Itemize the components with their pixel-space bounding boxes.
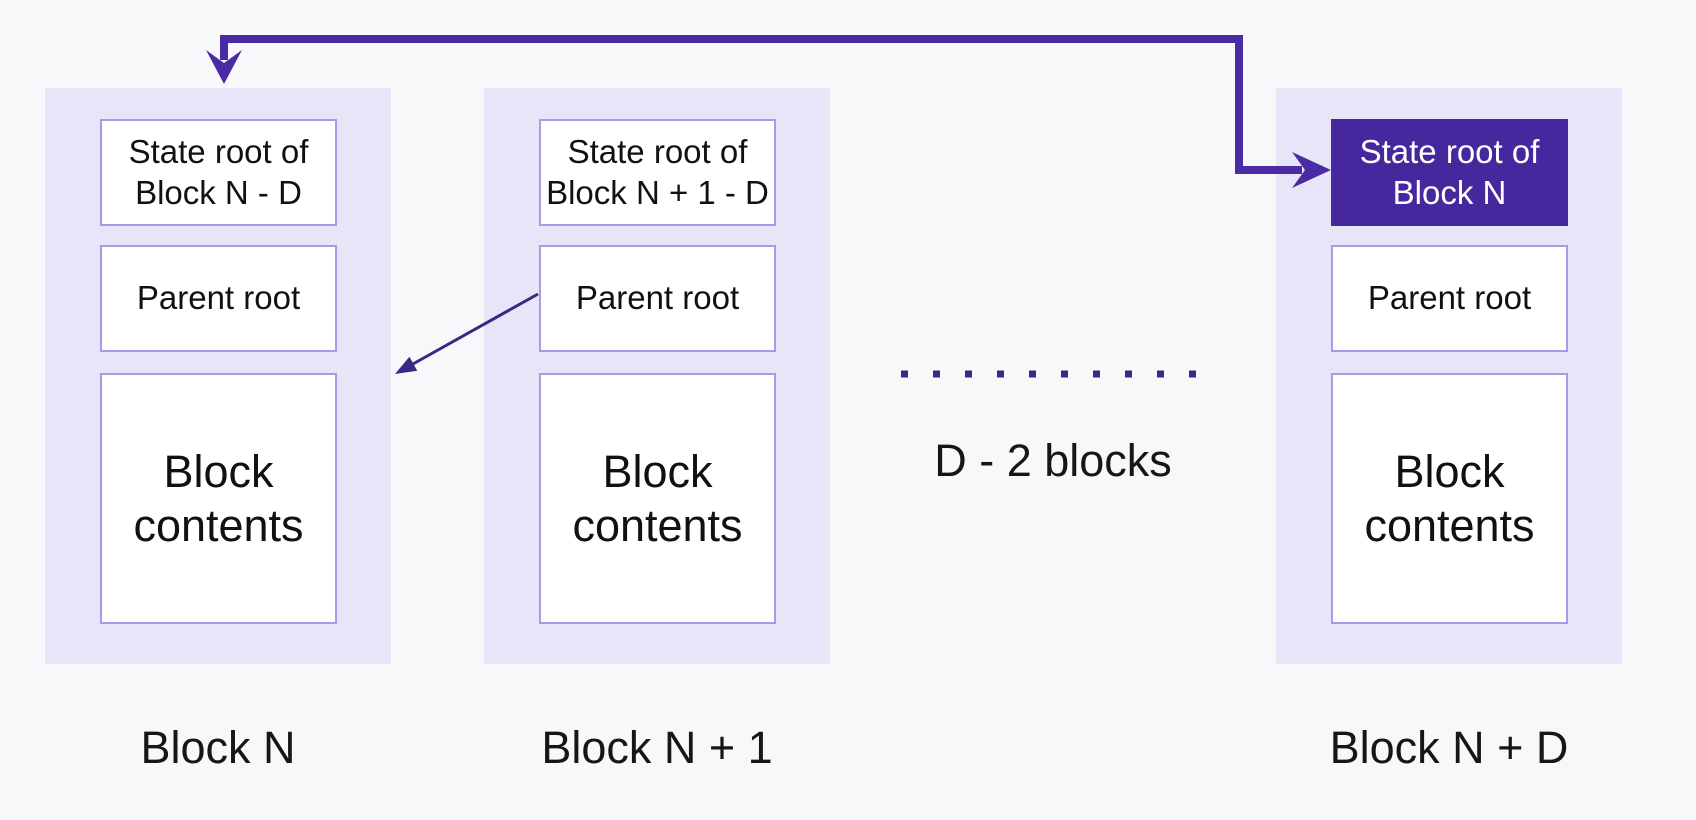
block-n-plus-d-contents-box: Block contents (1331, 373, 1568, 624)
block-n-contents-box: Block contents (100, 373, 337, 624)
block-n-plus-1-contents-label: Block contents (572, 446, 743, 551)
block-n-state-root-label: State root of Block N - D (128, 133, 309, 211)
block-n: State root of Block N - D Parent root Bl… (45, 88, 391, 664)
block-n-plus-d-parent-root-label: Parent root (1367, 279, 1532, 317)
block-n-plus-1-contents-box: Block contents (539, 373, 776, 624)
block-n-parent-root-label: Parent root (136, 279, 301, 317)
block-n-plus-d-state-root-box: State root of Block N (1331, 119, 1568, 226)
block-n-label: Block N (140, 722, 296, 773)
block-n-plus-1-parent-root-box: Parent root (539, 245, 776, 352)
thin-arrowhead-icon (395, 356, 418, 374)
block-n-parent-root-box: Parent root (100, 245, 337, 352)
block-n-plus-1-state-root-box: State root of Block N + 1 - D (539, 119, 776, 226)
block-n-plus-1-state-root-label: State root of Block N + 1 - D (546, 133, 769, 211)
block-n-plus-1-parent-root-label: Parent root (575, 279, 740, 317)
block-n-plus-d: State root of Block N Parent root Block … (1276, 88, 1622, 664)
block-n-state-root-box: State root of Block N - D (100, 119, 337, 226)
block-n-plus-1: State root of Block N + 1 - D Parent roo… (484, 88, 830, 664)
gap-blocks-label: D - 2 blocks (934, 435, 1172, 486)
down-arrowhead-icon (206, 50, 242, 84)
block-n-plus-d-label: Block N + D (1329, 722, 1569, 773)
block-n-plus-d-contents-label: Block contents (1364, 446, 1535, 551)
block-n-plus-d-state-root-label: State root of Block N (1359, 133, 1540, 211)
block-n-plus-1-label: Block N + 1 (541, 722, 773, 773)
block-n-plus-d-parent-root-box: Parent root (1331, 245, 1568, 352)
block-n-contents-label: Block contents (133, 446, 304, 551)
